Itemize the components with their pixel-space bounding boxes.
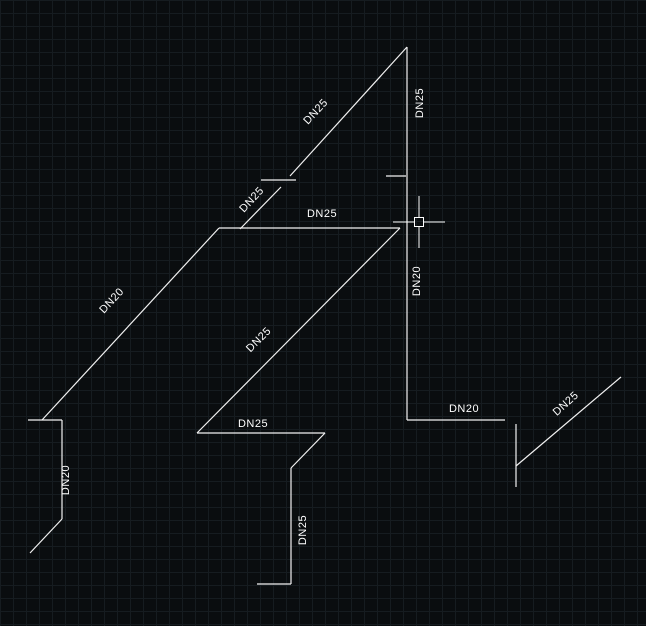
pipe-segment-riser-diagonal-upper[interactable] [289, 46, 408, 177]
pipe-label[interactable]: DN25 [307, 208, 337, 220]
pipe-label[interactable]: DN25 [237, 185, 266, 215]
pipe-label[interactable]: DN20 [97, 286, 126, 316]
pickbox-icon [414, 217, 424, 227]
pipe-segment-left-bottom-diagonal[interactable] [29, 518, 63, 554]
pipe-segment-dn25-diagonal-middle[interactable] [196, 227, 401, 434]
pipe-label[interactable]: DN25 [238, 418, 268, 430]
pipe-segment-riser-diagonal-lower[interactable] [239, 186, 282, 230]
pipe-label[interactable]: DN20 [60, 465, 72, 495]
crosshair-cursor [393, 196, 445, 248]
pipe-segment-lower-elbow-diagonal[interactable] [290, 432, 326, 469]
pipe-label[interactable]: DN20 [411, 266, 423, 296]
pipe-segment-dn25-diagonal-right[interactable] [515, 376, 622, 467]
pipe-label[interactable]: DN25 [297, 515, 309, 545]
pipe-lines-layer [28, 46, 622, 585]
pipe-label[interactable]: DN25 [301, 97, 330, 127]
pipe-label[interactable]: DN20 [449, 403, 479, 415]
pipe-label[interactable]: DN25 [244, 325, 274, 355]
pipe-segment-dn20-diagonal-left[interactable] [41, 227, 220, 421]
pipe-label[interactable]: DN25 [414, 88, 426, 118]
